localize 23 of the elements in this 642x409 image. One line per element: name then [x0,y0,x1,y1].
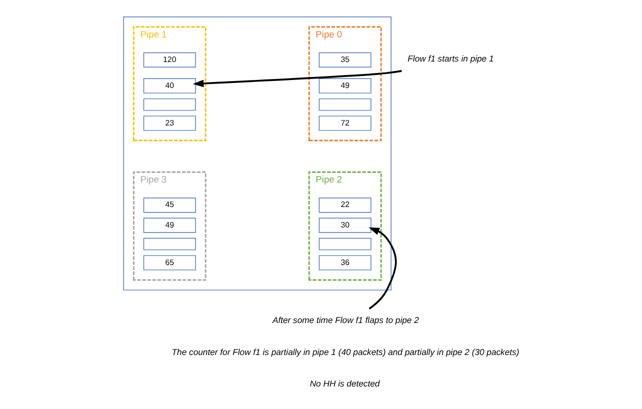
arrow [192,70,402,88]
node-box: 49 [143,218,196,233]
node-box: 40 [143,78,196,94]
node-box: 30 [318,218,372,233]
node-box: 72 [318,116,372,131]
node-box: 45 [143,198,196,213]
cluster [123,16,392,290]
node-text: Flow f1 starts in pipe 1 [408,53,494,64]
node-box: 36 [318,255,372,270]
node-box [143,98,196,111]
node-box: 35 [318,52,372,68]
node-box: 49 [318,78,372,94]
node-box [318,238,372,250]
node-text: After some time Flow f1 flaps to pipe 2 [272,315,419,326]
node-box: 65 [143,255,196,270]
arrow [368,227,397,310]
node-box [143,238,196,250]
node-box: 120 [143,52,196,68]
label: The counter for Flow f1 is partially in pipe 1 (40 packets) and partially in pipe 2 (30 packets) [172,346,520,357]
node-box: 23 [143,116,196,131]
node-box [318,98,372,111]
label: No HH is detected [310,378,380,388]
node-box: 22 [318,198,372,213]
